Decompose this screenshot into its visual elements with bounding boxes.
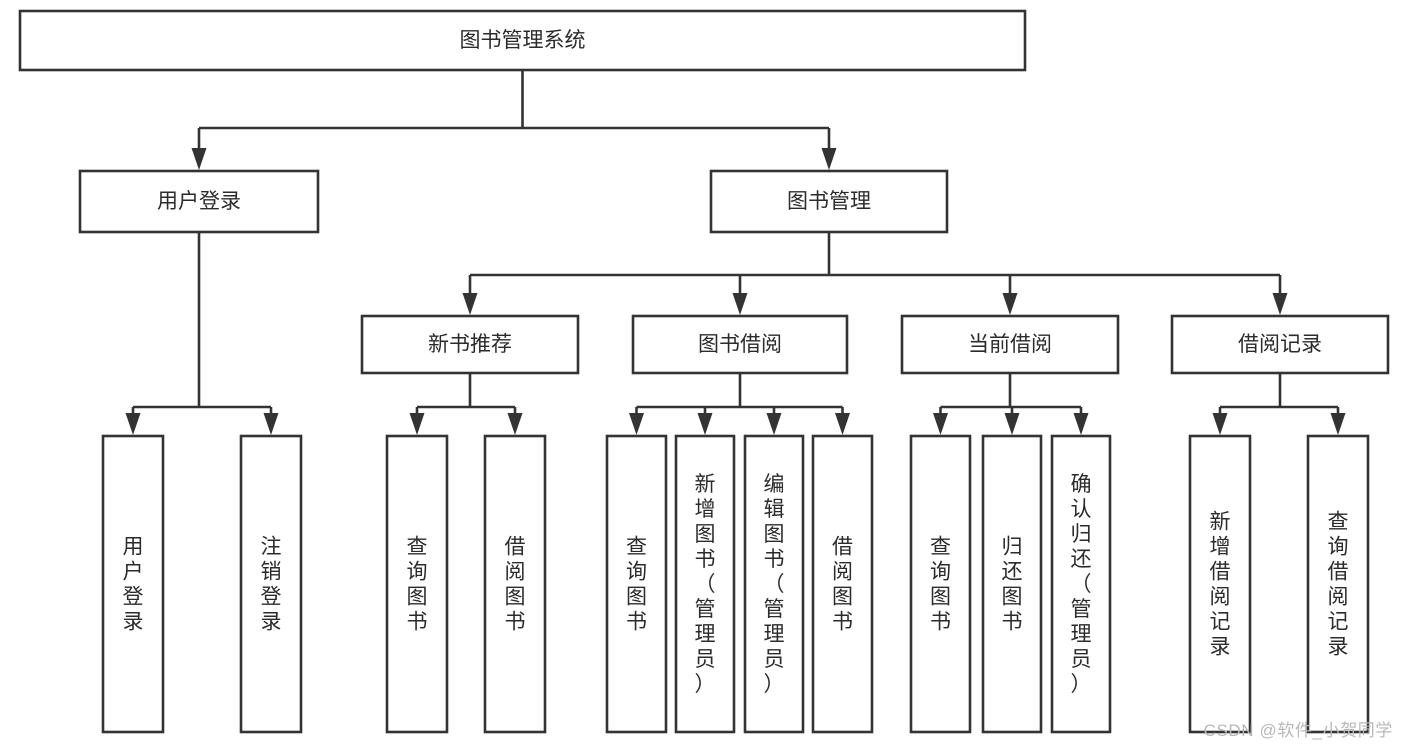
node-leaf-query-book-1[interactable]: 查询图书 [385,434,449,734]
node-new-book-rec[interactable]: 新书推荐 [360,314,580,375]
arrow-head-icon [1212,413,1228,435]
connector-group-new-book-rec [409,373,523,435]
node-box[interactable] [709,169,949,234]
node-box[interactable] [1306,434,1370,734]
node-box[interactable] [101,434,165,734]
node-label: 图书管理系统 [460,29,586,52]
node-box[interactable] [78,169,320,234]
node-box[interactable] [18,9,1027,72]
node-leaf-query-record[interactable]: 查询借阅记录 [1306,434,1370,734]
node-borrow-record[interactable]: 借阅记录 [1170,314,1390,375]
node-label: 归还图书 [1002,536,1023,634]
node-box[interactable] [385,434,449,734]
connector-layer [125,70,1346,435]
node-label: 借阅记录 [1238,333,1322,356]
node-label: 查询图书 [626,536,647,634]
node-layer: 图书管理系统用户登录图书管理新书推荐图书借阅当前借阅借阅记录用户登录注销登录查询… [18,9,1390,734]
arrow-head-icon [1272,293,1288,315]
node-box[interactable] [239,434,303,734]
node-box[interactable] [909,434,972,734]
arrow-head-icon [191,148,207,170]
node-label: 确认归还（管理员） [1071,473,1092,696]
connector-group-user-login [125,232,279,435]
node-label: 用户登录 [123,536,144,634]
node-box[interactable] [981,434,1043,734]
node-box[interactable] [900,314,1120,375]
arrow-head-icon [732,293,748,315]
node-box[interactable] [743,434,805,734]
node-leaf-add-record[interactable]: 新增借阅记录 [1188,434,1252,734]
connector-group-current-borrow [933,373,1089,435]
node-label: 查询图书 [407,536,428,634]
node-label: 借阅图书 [832,536,853,634]
node-label: 图书借阅 [698,333,782,356]
arrow-head-icon [933,413,948,435]
arrow-head-icon [766,413,782,435]
node-label: 新增借阅记录 [1210,511,1231,659]
node-leaf-confirm-return[interactable]: 确认归还（管理员） [1050,434,1112,734]
node-current-borrow[interactable]: 当前借阅 [900,314,1120,375]
node-box[interactable] [811,434,874,734]
arrow-head-icon [125,413,141,435]
arrow-head-icon [697,413,713,435]
connector-group-root [191,70,837,170]
connector-group-book-manage [462,232,1288,315]
arrow-head-icon [821,148,837,170]
arrow-head-icon [1073,413,1089,435]
arrow-head-icon [507,413,523,435]
connector-group-book-borrow [629,373,850,435]
node-leaf-logout[interactable]: 注销登录 [239,434,303,734]
node-box[interactable] [674,434,736,734]
node-box[interactable] [1170,314,1390,375]
node-label: 新书推荐 [428,333,512,356]
node-label: 图书管理 [787,190,871,213]
node-box[interactable] [1188,434,1252,734]
node-label: 注销登录 [261,536,282,634]
node-box[interactable] [360,314,580,375]
node-book-borrow[interactable]: 图书借阅 [631,314,849,375]
arrow-head-icon [1002,293,1018,315]
arrow-head-icon [1330,413,1346,435]
node-leaf-user-login[interactable]: 用户登录 [101,434,165,734]
node-leaf-add-book[interactable]: 新增图书（管理员） [674,434,736,734]
node-user-login[interactable]: 用户登录 [78,169,320,234]
node-box[interactable] [483,434,547,734]
node-leaf-query-book-3[interactable]: 查询图书 [909,434,972,734]
node-label: 当前借阅 [968,333,1052,356]
node-label: 查询图书 [930,536,951,634]
node-leaf-query-book-2[interactable]: 查询图书 [605,434,668,734]
node-label: 编辑图书（管理员） [764,473,785,696]
arrow-head-icon [409,413,425,435]
node-box[interactable] [631,314,849,375]
node-label: 查询借阅记录 [1328,511,1349,659]
arrow-head-icon [629,413,644,435]
node-label: 借阅图书 [505,536,526,634]
arrow-head-icon [462,293,478,315]
arrow-head-icon [835,413,850,435]
node-box[interactable] [1050,434,1112,734]
arrow-head-icon [263,413,279,435]
node-root[interactable]: 图书管理系统 [18,9,1027,72]
node-label: 新增图书（管理员） [695,473,716,696]
node-leaf-borrow-book-2[interactable]: 借阅图书 [811,434,874,734]
node-book-manage[interactable]: 图书管理 [709,169,949,234]
node-leaf-edit-book[interactable]: 编辑图书（管理员） [743,434,805,734]
node-leaf-return-book[interactable]: 归还图书 [981,434,1043,734]
node-leaf-borrow-book-1[interactable]: 借阅图书 [483,434,547,734]
node-label: 用户登录 [157,190,241,213]
connector-group-borrow-record [1212,373,1346,435]
arrow-head-icon [1004,413,1020,435]
node-box[interactable] [605,434,668,734]
